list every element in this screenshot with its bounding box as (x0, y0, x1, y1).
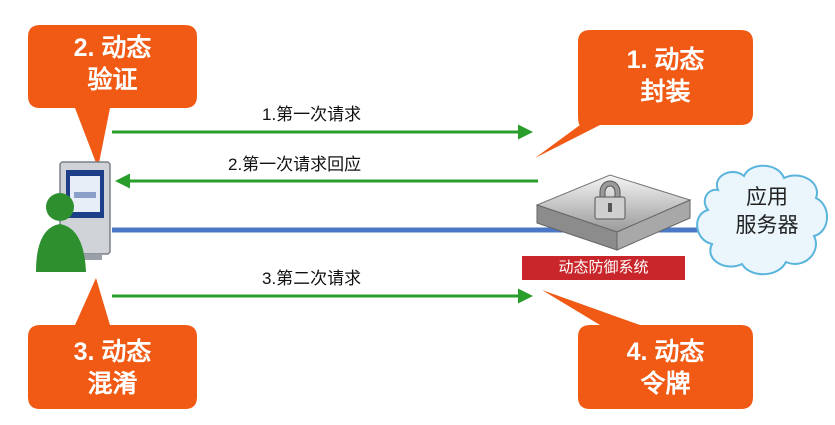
lock-appliance-icon (535, 174, 692, 251)
device-label: 动态防御系统 (522, 256, 685, 280)
user-computer-icon (36, 161, 111, 272)
cloud-icon (696, 164, 828, 276)
callout-bubble-bottom-left (28, 278, 197, 409)
callout-dynamic-obfuscation: 3. 动态 混淆 (28, 336, 197, 400)
label-first-response: 2.第一次请求回应 (228, 155, 362, 174)
callout-dynamic-verification: 2. 动态 验证 (28, 32, 197, 96)
callout-dynamic-encapsulation: 1. 动态 封装 (578, 44, 753, 108)
callout-line2: 验证 (87, 66, 138, 94)
server-label: 应用 服务器 (712, 184, 822, 240)
callout-line2: 封装 (640, 78, 691, 106)
label-second-request: 3.第二次请求 (262, 269, 362, 288)
callout-bubble-top-right (535, 30, 753, 158)
callout-line1: 4. 动态 (626, 338, 705, 366)
server-label-line2: 服务器 (735, 214, 799, 237)
callout-line1: 3. 动态 (73, 338, 152, 366)
callout-line2: 令牌 (640, 370, 691, 398)
callout-line2: 混淆 (87, 370, 138, 398)
label-first-request: 1.第一次请求 (262, 105, 362, 124)
callout-line1: 1. 动态 (626, 46, 705, 74)
callout-dynamic-token: 4. 动态 令牌 (578, 336, 753, 400)
callout-bubble-bottom-right (542, 290, 753, 409)
callout-bubble-top-left (28, 25, 197, 168)
server-label-line1: 应用 (746, 186, 788, 209)
callout-line1: 2. 动态 (73, 34, 152, 62)
